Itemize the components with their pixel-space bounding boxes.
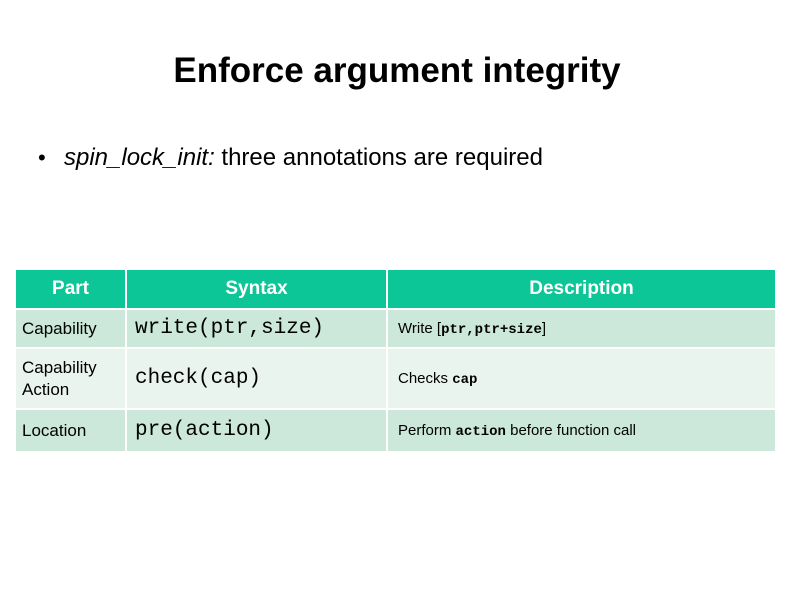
description-suffix: before function call [505,421,637,439]
description-code: action [455,423,506,440]
bullet-rest-text: three annotations are required [214,144,543,171]
page-title: Enforce argument integrity [173,51,621,90]
table-header-row: Part Syntax Description [16,270,775,308]
description-prefix: Write [ [398,319,442,337]
cell-part: Capability Action [16,349,125,408]
cell-description: Checks cap [388,349,775,408]
column-header-description: Description [388,270,775,308]
description-prefix: Perform [398,421,456,439]
cell-part: Location [16,410,125,451]
bullet-item-text: spin_lock_init: three annotations are re… [64,144,543,171]
description-prefix: Checks [398,369,453,387]
description-code: cap [452,371,478,388]
column-header-syntax: Syntax [127,270,386,308]
annotations-table: Part Syntax Description Capability write… [14,268,777,453]
bullet-list-item: • spin_lock_init: three annotations are r… [38,142,768,174]
bullet-emphasis-term: spin_lock_init: [64,144,215,171]
table-row: Capability write(ptr,size) Write [ptr,pt… [16,310,775,347]
cell-syntax: check(cap) [127,349,386,408]
column-header-part: Part [16,270,125,308]
description-suffix: ] [541,319,547,337]
description-code: ptr,ptr+size [441,321,542,338]
cell-syntax: pre(action) [127,410,386,451]
table-row: Location pre(action) Perform action befo… [16,410,775,451]
cell-part: Capability [16,310,125,347]
cell-description: Perform action before function call [388,410,775,451]
cell-description: Write [ptr,ptr+size] [388,310,775,347]
bullet-marker-icon: • [38,145,46,170]
table-row: Capability Action check(cap) Checks cap [16,349,775,408]
cell-syntax: write(ptr,size) [127,310,386,347]
